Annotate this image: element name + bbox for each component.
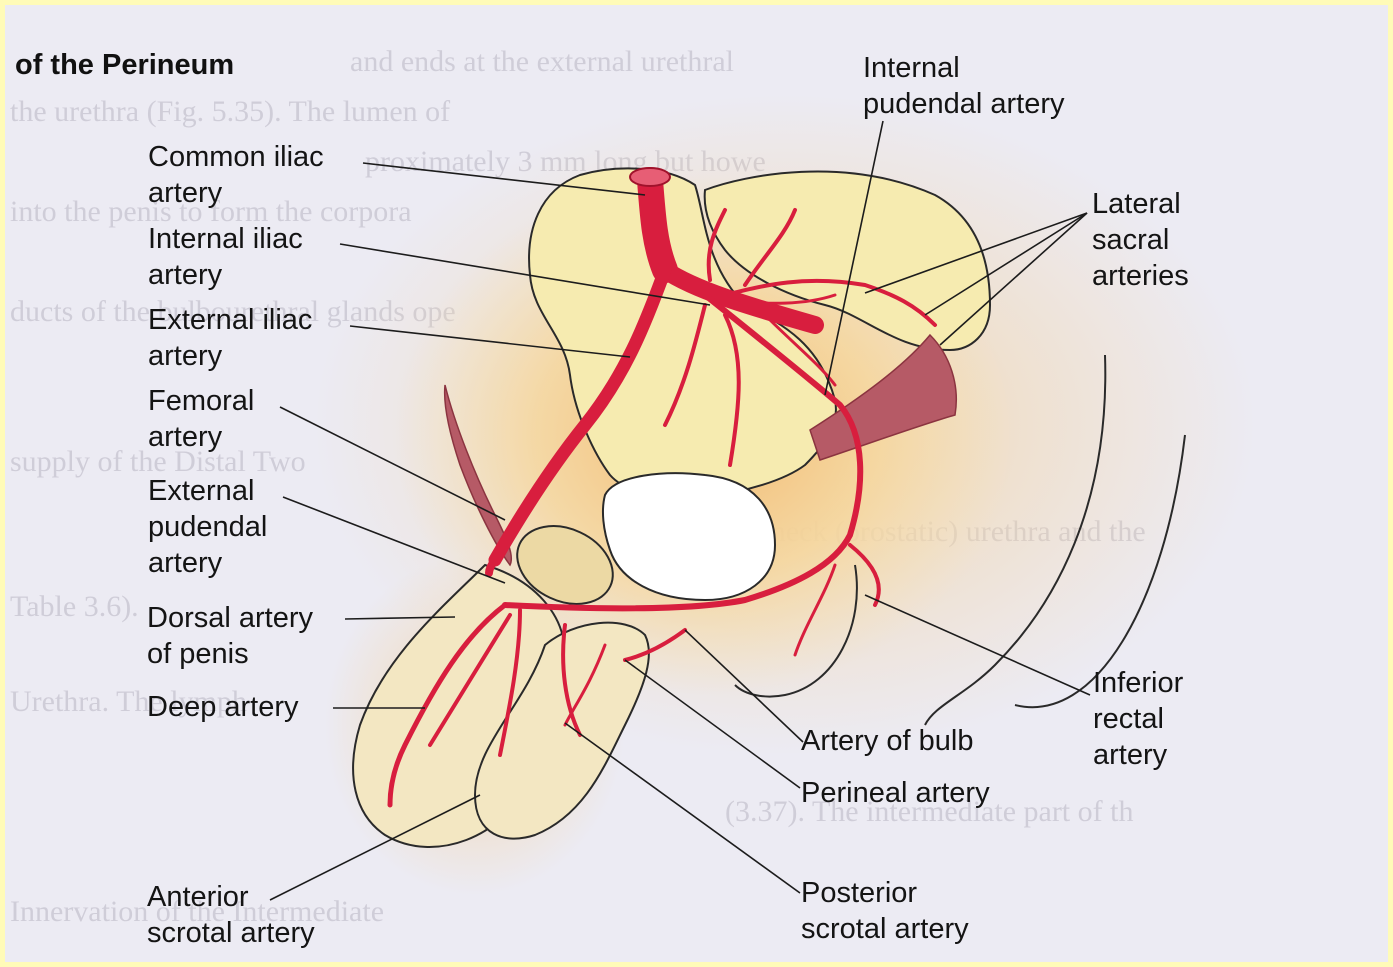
label-deep-artery: Deep artery [147,689,299,725]
label-external-iliac-artery: External iliac artery [148,302,312,374]
figure-frame: and ends at the external urethral the ur… [5,5,1388,962]
label-lateral-sacral-arteries: Lateral sacral arteries [1092,186,1189,294]
label-femoral-artery: Femoral artery [148,383,254,455]
label-internal-pudendal-artery: Internal pudendal artery [863,50,1065,122]
figure-title: of the Perineum [15,49,234,82]
label-internal-iliac-artery: Internal iliac artery [148,221,303,293]
label-common-iliac-artery: Common iliac artery [148,139,324,211]
label-external-pudendal-artery: External pudendal artery [148,473,267,581]
label-posterior-scrotal-artery: Posterior scrotal artery [801,875,969,947]
label-dorsal-artery-of-penis: Dorsal artery of penis [147,600,313,672]
label-inferior-rectal-artery: Inferior rectal artery [1093,665,1183,773]
label-anterior-scrotal-artery: Anterior scrotal artery [147,879,315,951]
label-perineal-artery: Perineal artery [801,775,990,811]
label-artery-of-bulb: Artery of bulb [801,723,973,759]
